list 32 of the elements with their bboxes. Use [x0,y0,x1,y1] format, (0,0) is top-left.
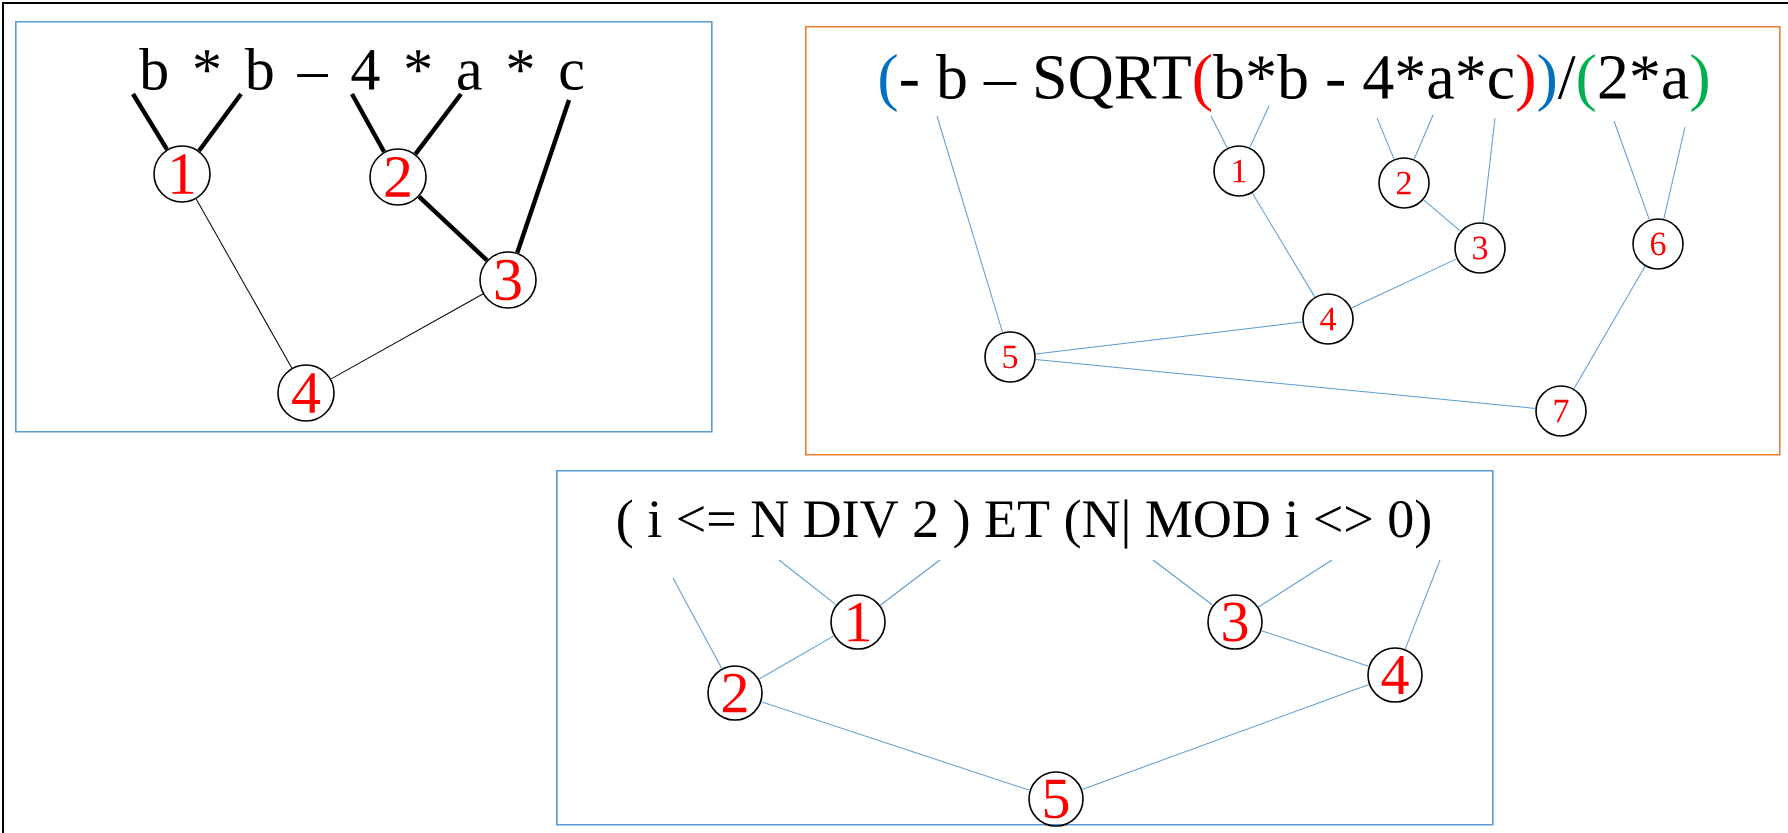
tree-line [758,635,835,680]
tree-line [1210,115,1228,149]
tree-line [1152,559,1214,606]
tree-line [1404,559,1441,650]
tree-line [1249,105,1270,149]
tree-line [350,92,386,153]
tree-line [1035,359,1536,409]
tree-line [1257,559,1333,608]
tree-line [1663,126,1686,220]
tree-line [1423,199,1461,232]
tree-line [515,99,572,254]
tree-line [197,92,243,153]
tree-line [879,559,941,606]
tree-line [1573,265,1646,390]
tree-line [1482,117,1496,223]
tree-line [778,559,837,606]
tree-line [195,198,293,369]
tree-line [760,701,1031,791]
tree-line [330,293,484,380]
tree-line [1251,192,1316,298]
tree-line [413,92,463,156]
tree-line [1081,684,1370,790]
tree-line [1376,117,1395,160]
tree-line [1035,321,1303,355]
tree-line [1413,114,1434,160]
tree-line [1260,630,1370,667]
tree-line [131,92,169,151]
tree-line [936,115,1004,333]
tree-line [417,195,489,262]
tree-line [1613,120,1650,221]
tree-line [1350,258,1458,309]
tree-line [672,577,723,669]
